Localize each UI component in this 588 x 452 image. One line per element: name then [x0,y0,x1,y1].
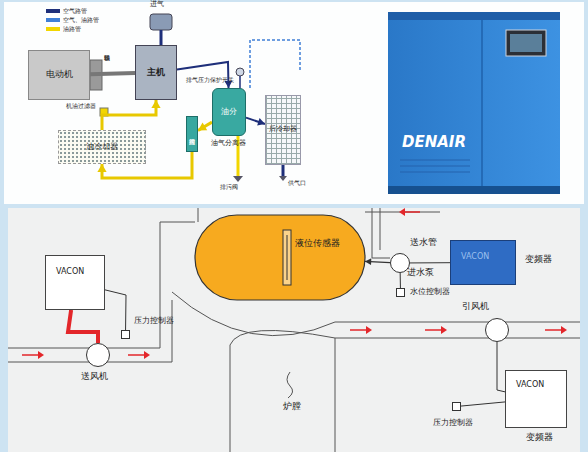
node-label: VACON [461,253,489,262]
arrow-head [151,100,160,108]
legend-swatch [46,18,60,22]
node-label: 温控阀 [187,117,197,151]
node-label: VACON [56,268,84,277]
arrow-head [198,122,207,130]
after-cooler: 后冷却器 [265,95,301,165]
motor-box: 电动机 [28,50,90,100]
node-label: 后冷却器 [266,96,300,164]
connector [400,273,401,288]
legend-row: 油路管 [46,24,81,32]
water-pump: 进水泵 [390,253,410,273]
compressor-head: 主机 [135,45,177,100]
node-label: 液位传感器 [295,239,340,249]
connector [246,118,265,126]
duct-lines [8,208,580,452]
connector-line [177,62,229,88]
node-label: 引风机 [462,302,489,312]
thermo-valve: 温控阀 [186,116,198,152]
connector-line [198,122,212,130]
legend-row: 空气、油路管 [46,15,99,23]
connector [198,122,212,130]
draft-fan: 引风机 [485,318,509,342]
arrow-head [365,258,371,265]
part-label: 油气分离器 [211,140,246,148]
top-panel [4,2,584,204]
level-controller: 水位控制器 [396,288,405,297]
connector [365,258,390,265]
inverter-box: VACON变频器 [450,240,516,285]
node-label: 油分 [213,89,245,135]
connector [102,100,161,130]
node-label: VACON [516,381,544,390]
node-label: 进水泵 [407,268,434,278]
water-tank: 液位传感器 [195,215,365,300]
part-label: 排污阀 [220,184,238,191]
connector [177,62,232,88]
connector-line [461,402,505,406]
arrow-head [257,118,265,125]
legend-text: 油路管 [63,25,81,32]
connector [461,402,505,406]
compressor-cabinet: DENAIR [388,12,560,194]
part-label: 供气口 [288,180,306,187]
node-label: DENAIR [402,134,466,151]
arrow-head [97,164,106,172]
compressor-cabinet-art [388,12,560,194]
node-label: 压力控制器 [433,419,473,428]
node-label: 送风机 [81,372,108,382]
legend-swatch [46,27,60,31]
legend-text: 空气路管 [63,7,87,14]
connector [410,262,450,263]
node-label: 电动机 [29,51,89,99]
part-label: 进气 [150,1,164,9]
node-label: 水位控制器 [410,288,450,297]
oil-cooler: 油冷却器 [58,130,146,164]
inverter-box: VACON [45,255,105,310]
fan-pump: 送风机 [86,343,110,367]
connector [68,310,98,343]
node-label: 变频器 [525,255,552,265]
connector-line [68,310,98,343]
connector [90,73,135,74]
connector-line [497,342,505,392]
connector [105,290,126,330]
connector [497,342,505,392]
part-label: 机油过滤器 [66,103,96,110]
bottom-panel [8,208,580,452]
flow-arrows [22,208,567,359]
connector-line [105,290,126,330]
node-label: 油冷却器 [59,131,145,163]
node-label: 压力控制器 [134,317,174,326]
connector-line [400,273,401,288]
connector-line [102,100,156,130]
inverter-box: VACON变频器 [505,370,567,428]
legend-text: 空气、油路管 [63,16,99,23]
pressure-controller: 压力控制器 [121,330,130,339]
connector-line [90,73,135,74]
legend-swatch [46,9,60,13]
part-label: 排气压力保护开关 [186,77,234,84]
separator-tank: 油分 [212,88,246,136]
part-label: 送水管 [410,238,437,248]
pressure-controller: 压力控制器 [452,402,461,411]
tank-art [195,215,365,300]
connector-line [410,262,450,263]
node-label: 变频器 [526,433,553,443]
node-label: 主机 [136,46,176,99]
part-label: 炉膛 [283,402,301,412]
legend-row: 空气路管 [46,6,87,14]
